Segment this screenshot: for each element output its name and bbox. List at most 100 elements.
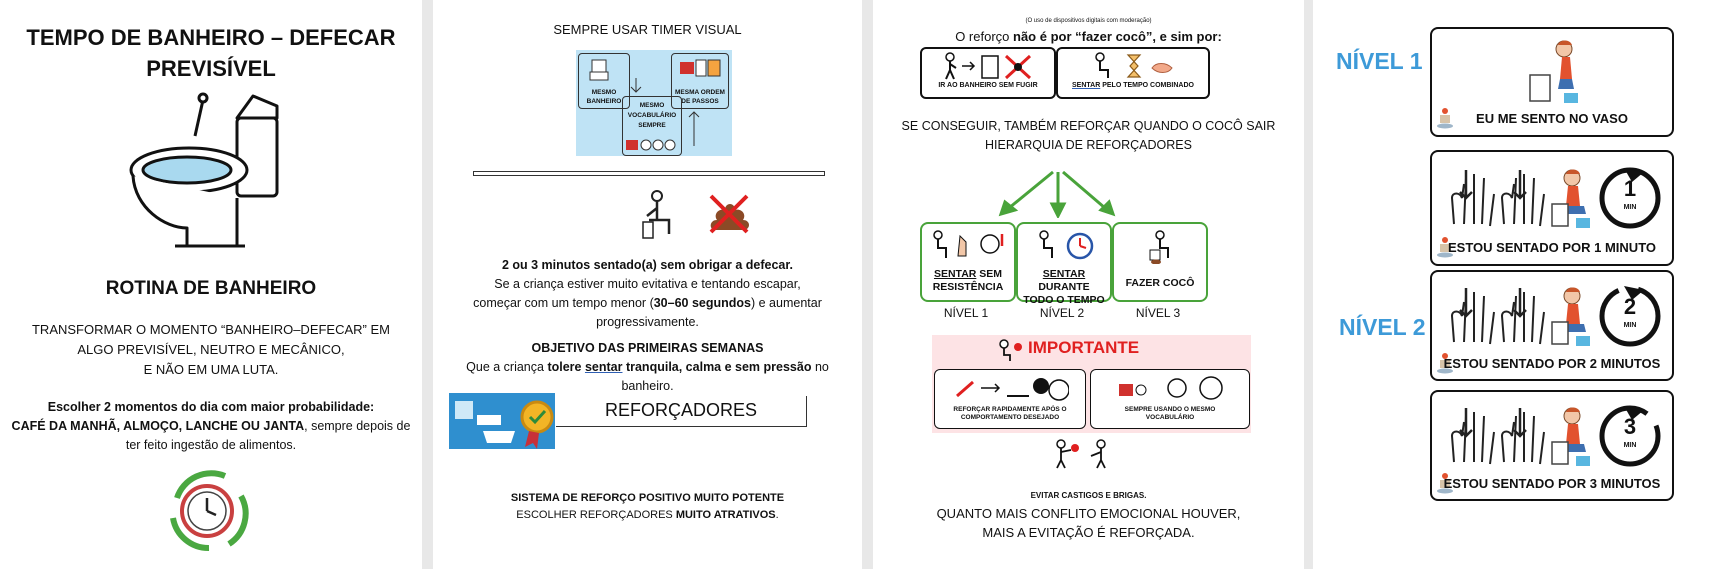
card-3-caption: ESTOU SENTADO POR 2 MINUTOS xyxy=(1443,356,1661,371)
diagram-label: MESMA ORDEM xyxy=(675,89,725,96)
routine-subtitle: ROTINA DE BANHEIRO xyxy=(105,278,317,299)
reinforce-c: , e sim por: xyxy=(1152,29,1222,44)
walk-to-toilet-icon xyxy=(945,52,1032,80)
small-sit-icon xyxy=(1437,108,1453,129)
lvl1-a: SENTAR xyxy=(933,268,977,280)
hands-boy-timer-icon xyxy=(1450,167,1661,229)
lvl1-b: SEM xyxy=(976,268,1003,280)
level-3-label: NÍVEL 3 xyxy=(1135,306,1181,320)
moments-meals: CAFÉ DA MANHÃ, ALMOÇO, LANCHE OU JANTA xyxy=(11,419,305,433)
small-sit-icon xyxy=(1437,237,1453,258)
page-2: SEMPRE USAR TIMER VISUAL MESMO BANHEIRO … xyxy=(433,0,862,569)
person-ball-icon xyxy=(999,339,1022,361)
minute-number-2: 2 xyxy=(1623,294,1637,319)
sit-line-3a: começar com um tempo menor ( xyxy=(473,296,654,310)
obj-d: tranquila, calma e sem pressão xyxy=(622,360,812,374)
sit-clock-icon xyxy=(1039,230,1094,260)
moments-rest-1: , sempre depois de xyxy=(304,419,411,433)
page-title-line-2: PREVISÍVEL xyxy=(146,56,276,81)
intro-line-1: TRANSFORMAR O MOMENTO “BANHEIRO–DEFECAR”… xyxy=(31,322,390,337)
sit-line-2: Se a criança estiver muito evitativa e t… xyxy=(494,277,801,291)
obj-f: banheiro. xyxy=(621,379,674,393)
obj-e: no xyxy=(811,360,829,374)
diagram-label: DE PASSOS xyxy=(681,98,719,105)
reinforce-fast-icon xyxy=(956,378,1069,401)
no-poop-icon xyxy=(709,194,749,234)
level-box-3: FAZER COCÔ xyxy=(1112,222,1208,302)
card-sit-3-minutes: 3 MIN ESTOU SENTADO POR 3 MINUTOS xyxy=(1430,390,1674,501)
choose-c: . xyxy=(775,509,779,521)
page-4: NÍVEL 1 NÍVEL 2 EU ME SENTO NO VASO xyxy=(1313,0,1734,569)
small-sit-icon xyxy=(1437,473,1453,494)
also-line-1: SE CONSEGUIR, TAMBÉM REFORÇAR QUANDO O C… xyxy=(901,119,1276,133)
routine-diagram: MESMO BANHEIRO MESMA ORDEM DE PASSOS MES… xyxy=(576,50,732,156)
lvl2-b: DURANTE xyxy=(1038,281,1090,293)
small-sit-icon xyxy=(1437,353,1453,374)
timer-title: SEMPRE USAR TIMER VISUAL xyxy=(553,22,742,37)
intro-line-2: ALGO PREVISÍVEL, NEUTRO E MECÂNICO, xyxy=(77,342,345,357)
no-punishment-icon xyxy=(1056,439,1106,469)
digital-note: (O uso de dispositivos digitais com mode… xyxy=(1025,18,1152,24)
objective-title: OBJETIVO DAS PRIMEIRAS SEMANAS xyxy=(531,341,764,355)
same-vocab-icon xyxy=(1119,376,1223,400)
card-sit-on-toilet: EU ME SENTO NO VASO xyxy=(1430,27,1674,137)
toilet-icon xyxy=(129,92,279,248)
moments-title: Escolher 2 momentos do dia com maior pro… xyxy=(47,400,375,414)
same-vocab-card: SEMPRE USANDO O MESMO VOCABULÁRIO xyxy=(1090,369,1250,429)
person-sitting-icon xyxy=(642,190,671,239)
choose-b: MUITO ATRATIVOS xyxy=(675,509,776,521)
hierarchy-arrows xyxy=(998,170,1116,218)
conflict-line-2: MAIS A EVITAÇÃO É REFORÇADA. xyxy=(982,525,1195,540)
go-bathroom-card: IR AO BANHEIRO SEM FUGIR xyxy=(920,47,1056,99)
card-4-caption: ESTOU SENTADO POR 3 MINUTOS xyxy=(1443,476,1661,491)
minute-unit-1: MIN xyxy=(1623,204,1637,211)
cycle-clock-icon xyxy=(170,470,249,552)
avoid-label: EVITAR CASTIGOS E BRIGAS. xyxy=(1030,491,1147,500)
imp-left-1: REFORÇAR RAPIDAMENTE APÓS O xyxy=(953,406,1067,413)
lvl3-label: FAZER COCÔ xyxy=(1125,277,1195,289)
minute-unit-2: MIN xyxy=(1623,322,1637,329)
level-box-2: SENTAR DURANTE TODO O TEMPO xyxy=(1016,222,1112,306)
important-label: IMPORTANTE xyxy=(1028,338,1140,357)
diagram-graphics xyxy=(589,59,721,151)
imp-right-2: VOCABULÁRIO xyxy=(1145,414,1195,421)
reinforce-line: O reforço não é por “fazer cocô”, e sim … xyxy=(873,29,1304,44)
obj-b: tolere xyxy=(547,360,585,374)
diagram-label: SEMPRE xyxy=(638,122,666,129)
imp-left-2: COMPORTAMENTO DESEJADO xyxy=(960,414,1060,421)
diagram-label: MESMO xyxy=(639,102,665,109)
card-sit-1-minute: 1 MIN ESTOU SENTADO POR 1 MINUTO xyxy=(1430,150,1674,266)
poop-on-toilet-icon xyxy=(1149,230,1169,264)
sit-combined-b: PELO TEMPO COMBINADO xyxy=(1100,82,1194,89)
minute-unit-3: MIN xyxy=(1623,442,1637,449)
card-sit-2-minutes: 2 MIN ESTOU SENTADO POR 2 MINUTOS xyxy=(1430,270,1674,381)
intro-line-3: E NÃO EM UMA LUTA. xyxy=(143,362,279,377)
conflict-line-1: QUANTO MAIS CONFLITO EMOCIONAL HOUVER, xyxy=(936,506,1241,521)
lvl1-c: RESISTÊNCIA xyxy=(932,281,1004,293)
obj-a: Que a criança xyxy=(466,360,548,374)
choose-a: ESCOLHER REFORÇADORES xyxy=(516,509,676,521)
system-title: SISTEMA DE REFORÇO POSITIVO MUITO POTENT… xyxy=(510,492,785,504)
also-line-2: HIERARQUIA DE REFORÇADORES xyxy=(985,138,1192,152)
reinforce-fast-card: REFORÇAR RAPIDAMENTE APÓS O COMPORTAMENT… xyxy=(934,369,1086,429)
boy-on-toilet-icon xyxy=(1529,40,1578,103)
sit-line-3c: ) e aumentar xyxy=(751,296,822,310)
moments-rest-2: ter feito ingestão de alimentos. xyxy=(125,438,297,452)
divider xyxy=(473,171,825,176)
sit-combined-a: SENTAR xyxy=(1072,82,1101,89)
important-panel: IMPORTANTE REFORÇAR RAPIDAMENTE APÓS O C… xyxy=(932,335,1251,433)
obj-c: sentar xyxy=(584,360,623,374)
level-2-label: NÍVEL 2 xyxy=(1039,306,1085,320)
imp-right-1: SEMPRE USANDO O MESMO xyxy=(1124,406,1216,413)
lvl2-a: SENTAR xyxy=(1042,268,1086,280)
minute-number-1: 1 xyxy=(1623,176,1637,201)
sit-combined-card: SENTAR PELO TEMPO COMBINADO xyxy=(1056,47,1210,99)
reinforce-b: não é por “fazer cocô” xyxy=(1013,29,1153,44)
diagram-label: BANHEIRO xyxy=(586,98,622,105)
sit-timer-handshake-icon xyxy=(1095,52,1173,78)
hands-boy-timer-icon xyxy=(1450,285,1661,347)
sit-line-bold: 2 ou 3 minutos sentado(a) sem obrigar a … xyxy=(501,258,794,272)
page-title-line-1: TEMPO DE BANHEIRO – DEFECAR xyxy=(26,25,396,50)
page-3: (O uso de dispositivos digitais com mode… xyxy=(873,0,1304,569)
diagram-label: VOCABULÁRIO xyxy=(627,112,677,119)
